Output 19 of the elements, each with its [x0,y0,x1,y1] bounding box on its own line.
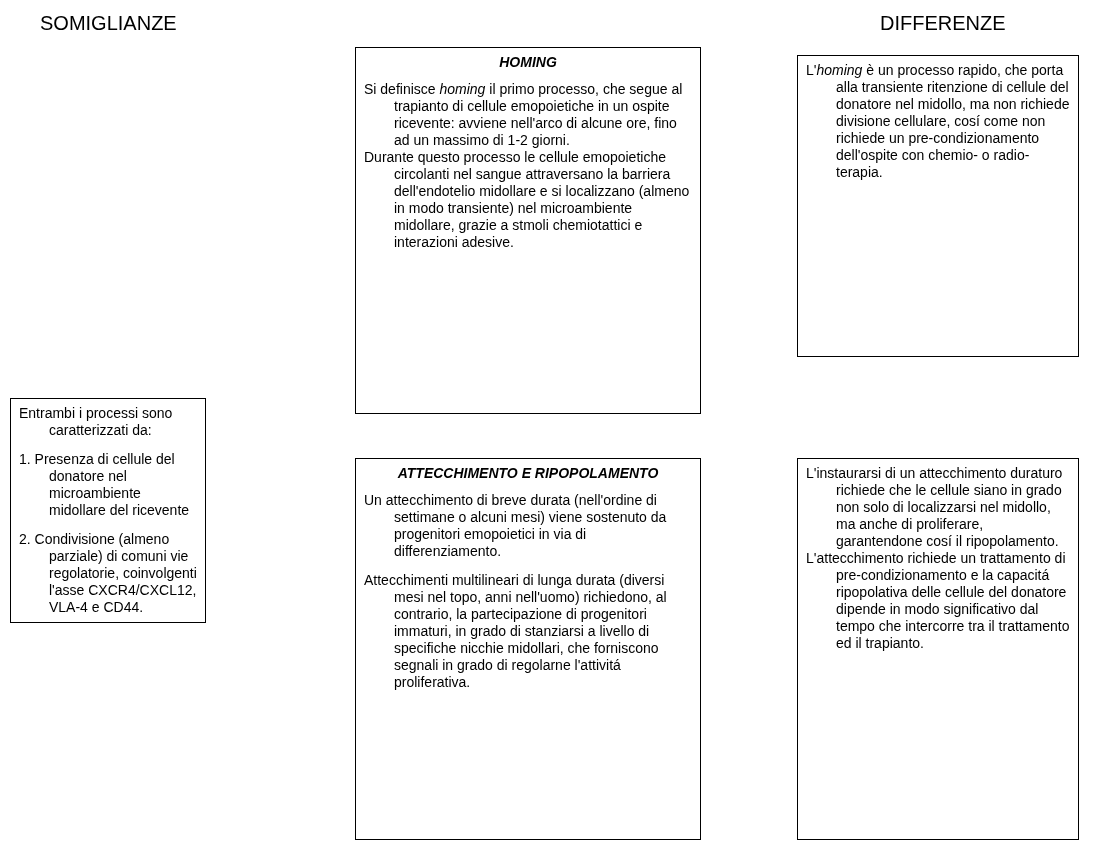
paragraph: Entrambi i processi sono caratterizzati da: [19,405,174,439]
paragraph: L'attecchimento richiede un trattamento di pre-condizionamento e la capacitá ripopolativa delle cellule del donatore dipende in modo significativo dal tempo che intercorre tra il trattamento ed il trapianto. [806,550,1070,652]
text-box [355,458,701,840]
text-box [797,55,1079,357]
column-heading: DIFFERENZE [880,12,1006,35]
paragraph: Attecchimenti multilineari di lunga durata (diversi mesi nel topo, anni nell'uomo) richiedono, al contrario, la partecipazione di progenitori immaturi, in grado di stanziarsi a livello di specifiche nicchie midollari, che forniscono segnali in grado di regolarne l'attivitá proliferativa. [364,572,668,691]
paragraph: Durante questo processo le cellule emopoietiche circolanti nel sangue attraversano la barriera dell'endotelio midollare e si localizzano (almeno in modo transiente) nel microambiente midollare, grazie a stmoli chemiotattici e interazioni adesive. [364,149,691,251]
box-heading: ATTECCHIMENTO E RIPOPOLAMENTO [396,465,660,482]
column-heading: SOMIGLIANZE [40,12,177,35]
text-box [355,47,701,414]
text-box [797,458,1079,840]
paragraph: 1. Presenza di cellule del donatore nel microambiente midollare del ricevente [19,451,191,519]
paragraph: L'instaurarsi di un attecchimento duraturo richiede che le cellule siano in grado non solo di localizzarsi nel midollo, ma anche di proliferare, garantendone cosí il ripopolamento. [806,465,1064,550]
paragraph: 2. Condivisione (almeno parziale) di comuni vie regolatorie, coinvolgenti l'asse CXCR4/CXCL12, VLA-4 e CD44. [19,531,197,616]
paragraph: Si definisce homing il primo processo, che segue al trapianto di cellule emopoietiche in un ospite ricevente: avviene nell'arco di alcune ore, fino ad un massimo di 1-2 giorni. [364,81,684,149]
box-heading: HOMING [498,54,558,71]
paragraph: Un attecchimento di breve durata (nell'ordine di settimane o alcuni mesi) viene sostenuto da progenitori emopoietici in via di differenziamento. [364,492,668,560]
text-box [10,398,206,623]
paragraph: L'homing è un processo rapido, che porta alla transiente ritenzione di cellule del donatore nel midollo, ma non richiede divisione cellulare, cosí come non richiede un pre-condizionamento dell'ospite con chemio- o radio-terapia. [806,62,1070,181]
